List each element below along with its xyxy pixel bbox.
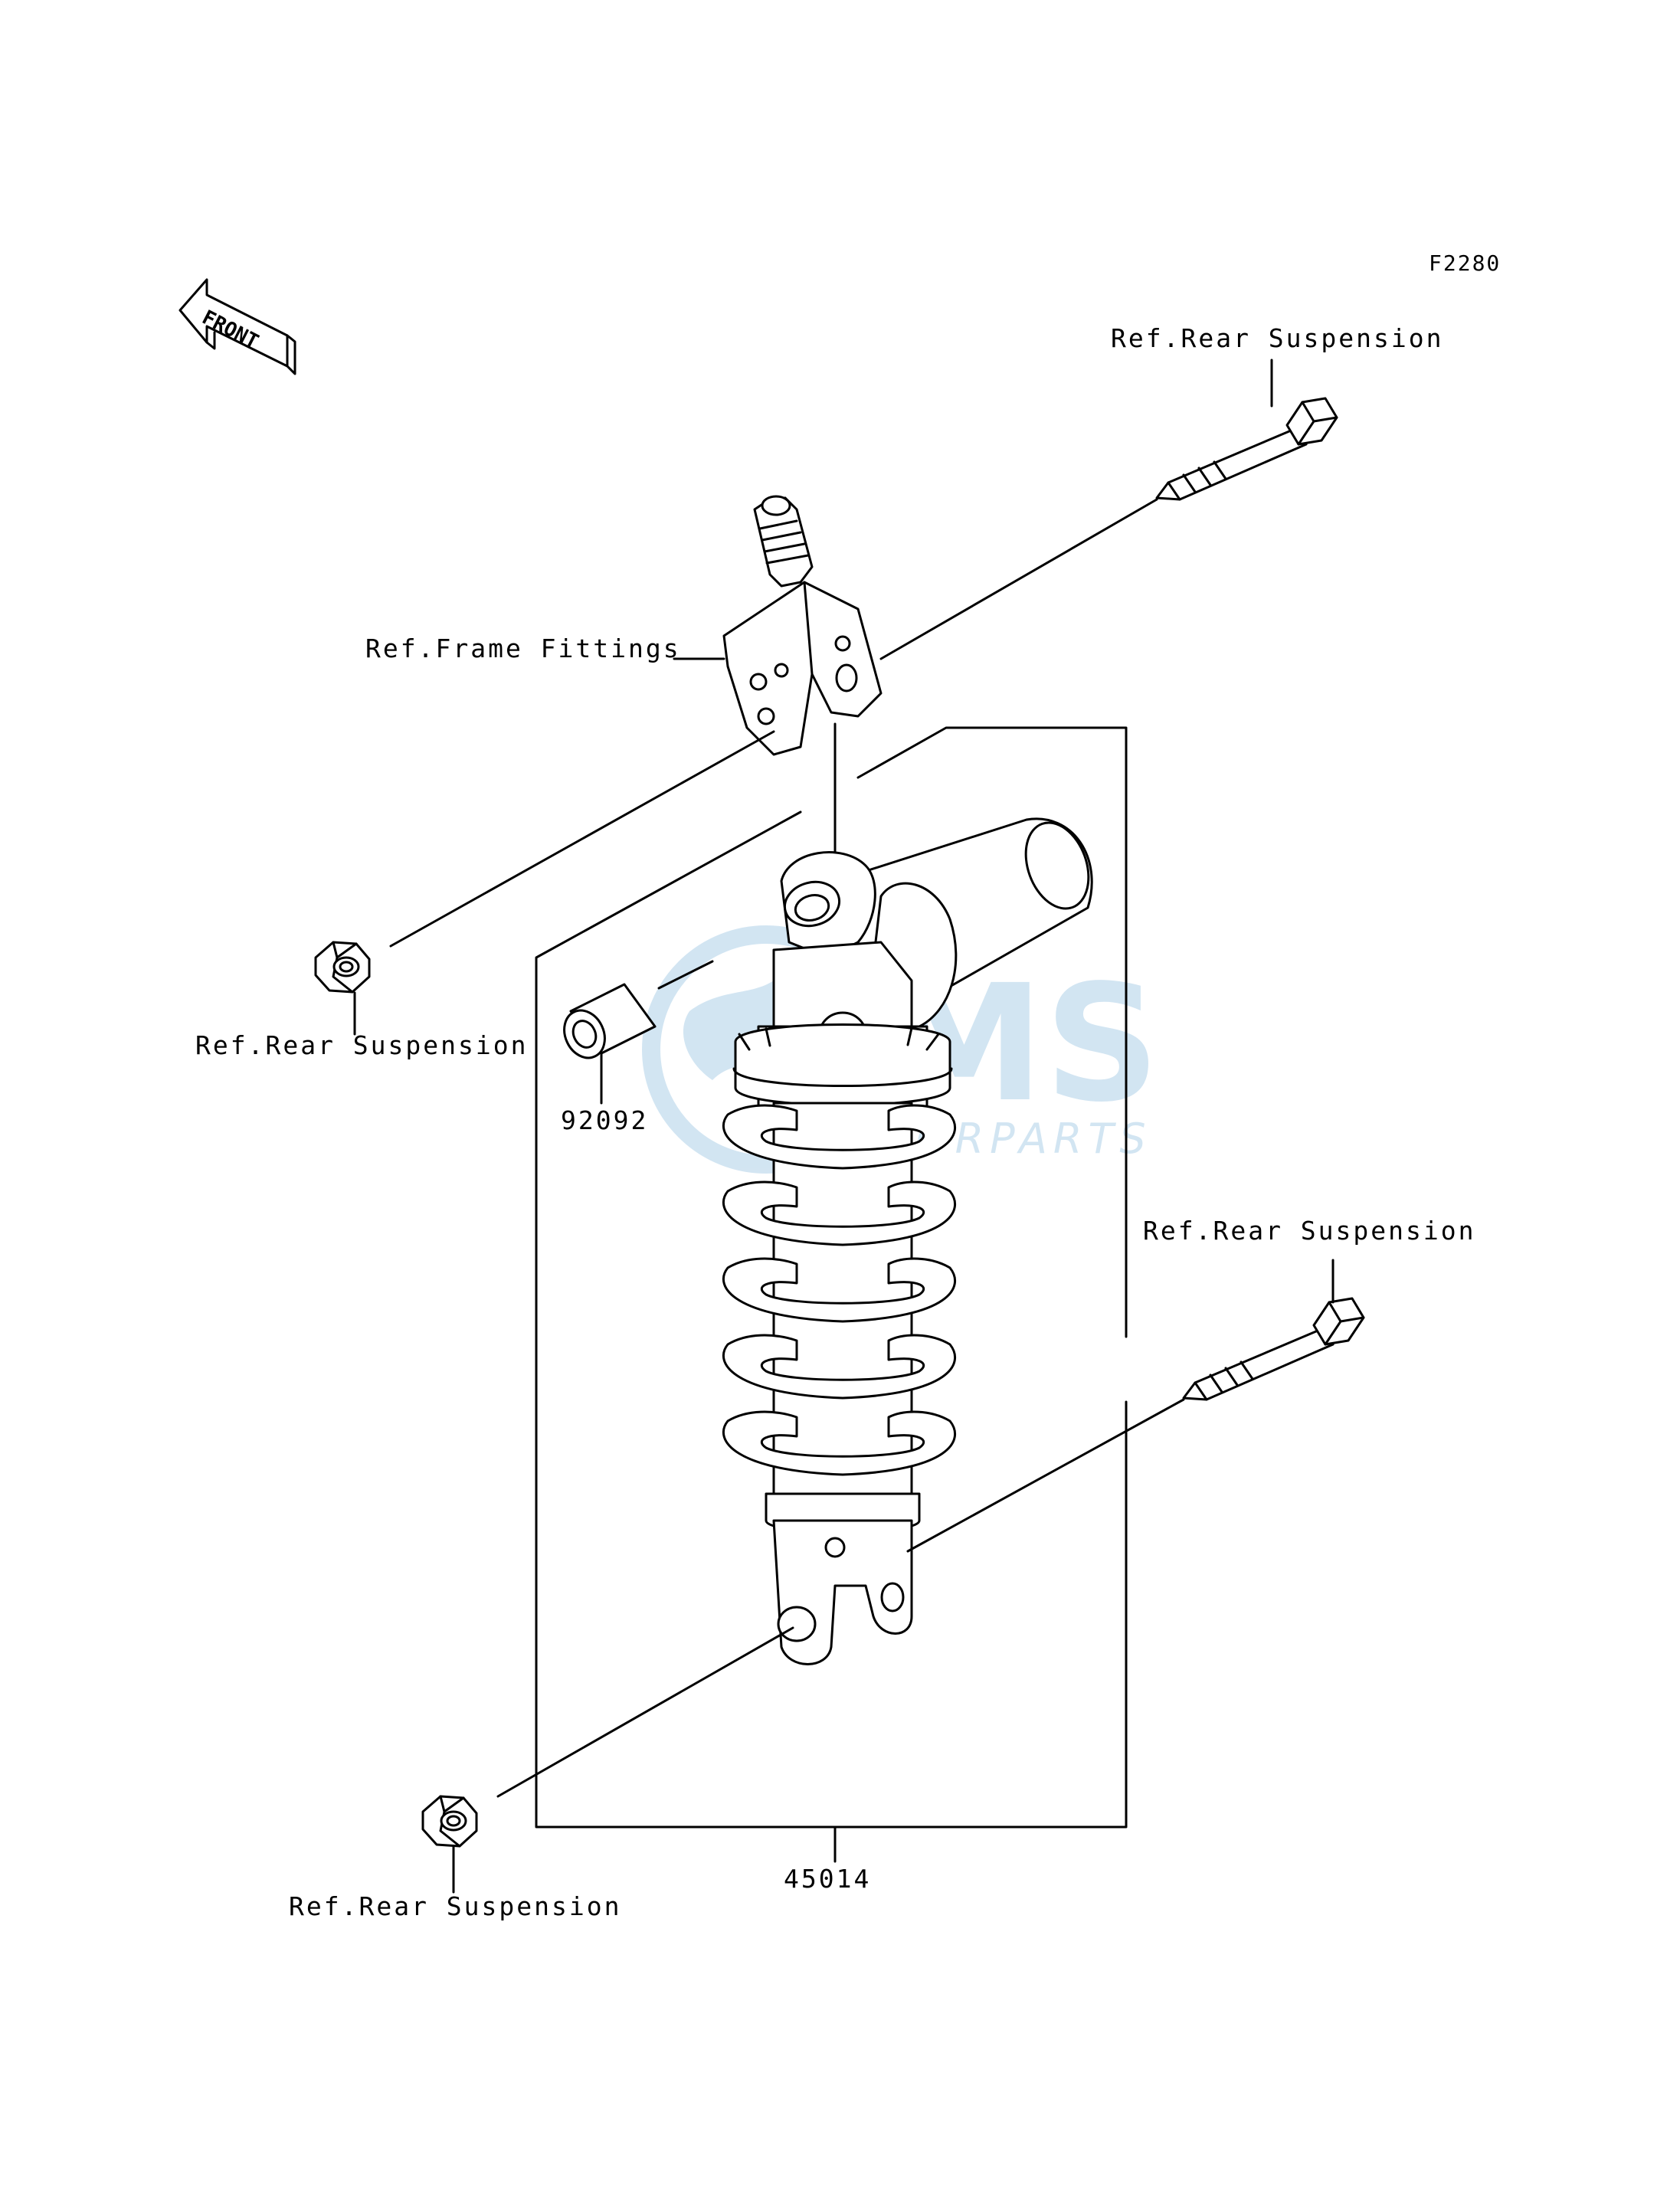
front-arrow-icon: FRONT bbox=[178, 278, 296, 375]
figure-code: F2280 bbox=[1429, 250, 1502, 276]
nut-left bbox=[314, 730, 775, 1036]
bolt-top bbox=[879, 397, 1338, 660]
label-ref-frame-fittings: Ref.Frame Fittings bbox=[365, 634, 681, 663]
bolt-right bbox=[906, 1259, 1365, 1553]
label-ref-rear-suspension-right: Ref.Rear Suspension bbox=[1143, 1216, 1476, 1246]
label-part-45014: 45014 bbox=[784, 1864, 872, 1894]
frame-fitting-bracket bbox=[673, 495, 883, 756]
shock-absorber bbox=[722, 817, 1093, 1665]
label-ref-rear-suspension-left: Ref.Rear Suspension bbox=[195, 1030, 529, 1060]
label-ref-rear-suspension-bottom: Ref.Rear Suspension bbox=[289, 1891, 622, 1921]
label-ref-rear-suspension-top: Ref.Rear Suspension bbox=[1111, 323, 1444, 353]
part-group-bracket bbox=[535, 726, 1128, 1863]
bushing-92092 bbox=[563, 960, 714, 1105]
label-part-92092: 92092 bbox=[561, 1105, 649, 1135]
nut-bottom bbox=[421, 1626, 794, 1894]
